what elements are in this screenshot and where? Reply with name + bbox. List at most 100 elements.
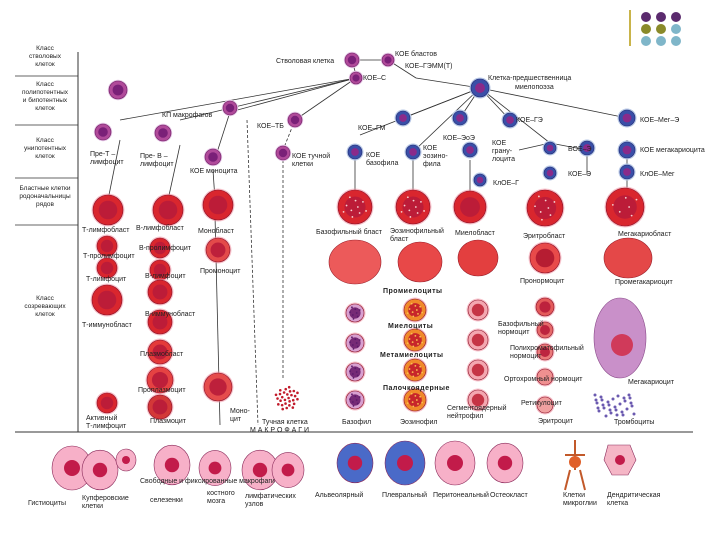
progenitor-nucleus [622, 113, 632, 123]
thrombocyte [600, 398, 604, 402]
label-labels-metamyelocytes: Метамиелоциты [380, 352, 443, 359]
label-labels-koe_g: КлОЕ–Г [493, 180, 519, 187]
macrophage-nucleus [281, 463, 295, 477]
cell-granule [352, 376, 355, 379]
label-labels-koe_mono: КОЕ моноцита [190, 168, 238, 175]
cell-granule [635, 198, 638, 201]
cell-nucleus [98, 127, 108, 137]
cell-granule [354, 395, 357, 398]
cell-granule [537, 195, 540, 198]
cell-granule [351, 216, 354, 218]
macrophage-nucleus [92, 462, 108, 478]
label-labels-koe_gm: КОЕ–ГМ [358, 125, 386, 132]
label-labels-koe_s: КОЕ–С [363, 75, 386, 82]
macrophage-nucleus [208, 461, 222, 475]
mast-granule [279, 399, 282, 403]
label-labels-kp_macro: КП макрофагов [162, 112, 213, 119]
label-labels-ortho_normo: Ортохромный нормоцит [504, 375, 583, 383]
thrombocyte [602, 406, 606, 410]
cell-granule [411, 371, 414, 374]
cell-granule [534, 205, 536, 208]
progenitor-nucleus [351, 148, 359, 156]
cell-nucleus [344, 196, 366, 218]
label-labels-mast_cell: Тучная клетка [262, 419, 308, 426]
mast-granule [278, 392, 282, 396]
progenitor-nucleus [476, 176, 484, 184]
label-labels-stem: Стволовая клетка [276, 58, 334, 65]
label-labels-promyelocytes: Промиелоциты [383, 288, 443, 295]
mast-granule [296, 397, 299, 401]
thrombocyte [597, 409, 601, 413]
cell-granule [406, 402, 409, 405]
cell-granule [351, 336, 353, 339]
thrombocyte [623, 399, 627, 403]
label-labels-koe_e: КОЕ–Э [568, 171, 591, 178]
decorative-dot [641, 12, 651, 22]
cell-granule [356, 374, 359, 377]
macrophage-nucleus [64, 460, 80, 476]
thrombocyte [629, 401, 633, 405]
cell-nucleus [152, 344, 168, 360]
cell-granule [417, 372, 419, 375]
cell-granule [417, 312, 419, 315]
cell-granule [412, 405, 415, 408]
connector-line [107, 139, 121, 201]
cell-nucleus [290, 115, 300, 125]
mast-granule [274, 393, 278, 397]
thrombocyte [622, 396, 626, 400]
thrombocyte [611, 397, 615, 401]
label-labels-koe_gemm: КОЕ–ГЭММ(Т) [405, 63, 452, 70]
mast-granule [281, 407, 284, 411]
cell [536, 396, 554, 414]
cell-granule [355, 342, 358, 344]
cell-granule [419, 365, 422, 368]
cell-granule [415, 369, 418, 371]
cell-granule [350, 209, 353, 212]
thrombocyte [615, 413, 619, 417]
cell-granule [414, 304, 417, 307]
cell-nucleus [158, 128, 168, 138]
mast-granule [276, 397, 279, 400]
cell-granule [618, 210, 621, 213]
cell-nucleus [153, 241, 167, 255]
label-labels-pronormocyte: Пронормоцит [520, 278, 565, 285]
cell-granule [351, 365, 353, 368]
cell-granule [419, 335, 422, 338]
cell-nucleus [384, 56, 392, 64]
cell-granule [419, 305, 422, 308]
dendritic-nucleus [615, 455, 625, 465]
mast-granule [280, 395, 284, 399]
cell-granule [351, 373, 354, 375]
cell-granule [403, 204, 406, 207]
cell-nucleus [347, 55, 357, 65]
label-labels-t_lymphoblast: Т-лимфобласт [82, 226, 130, 234]
connector-line [119, 77, 357, 121]
cell-granule [409, 216, 412, 218]
cell-granule [354, 338, 357, 341]
connector-line [246, 119, 259, 426]
decorative-dot [671, 24, 681, 34]
cell-nucleus [153, 263, 167, 277]
cell-granule [358, 368, 361, 370]
basophil-promyelocyte [328, 239, 382, 285]
connector-line [229, 77, 357, 113]
label-labels-koe_blasts: КОЕ бластов [395, 50, 437, 58]
connector-line [179, 77, 357, 121]
label-labels-b_immunoblast: В-иммунобласт [145, 310, 196, 318]
cell-nucleus [100, 239, 114, 253]
cell-nucleus [533, 196, 557, 220]
label-labels-monocyte: Моно-цит [230, 408, 251, 423]
cell-granule [349, 341, 351, 344]
cell-granule [408, 308, 411, 310]
label-labels-boe_e: БОЕ–Э [568, 146, 592, 153]
cell-granule [362, 200, 364, 203]
cell-granule [416, 212, 419, 214]
cell-granule [349, 311, 351, 314]
progenitor-nucleus [466, 146, 474, 154]
label-labels-histiocytes: Гистиоциты [28, 500, 66, 507]
